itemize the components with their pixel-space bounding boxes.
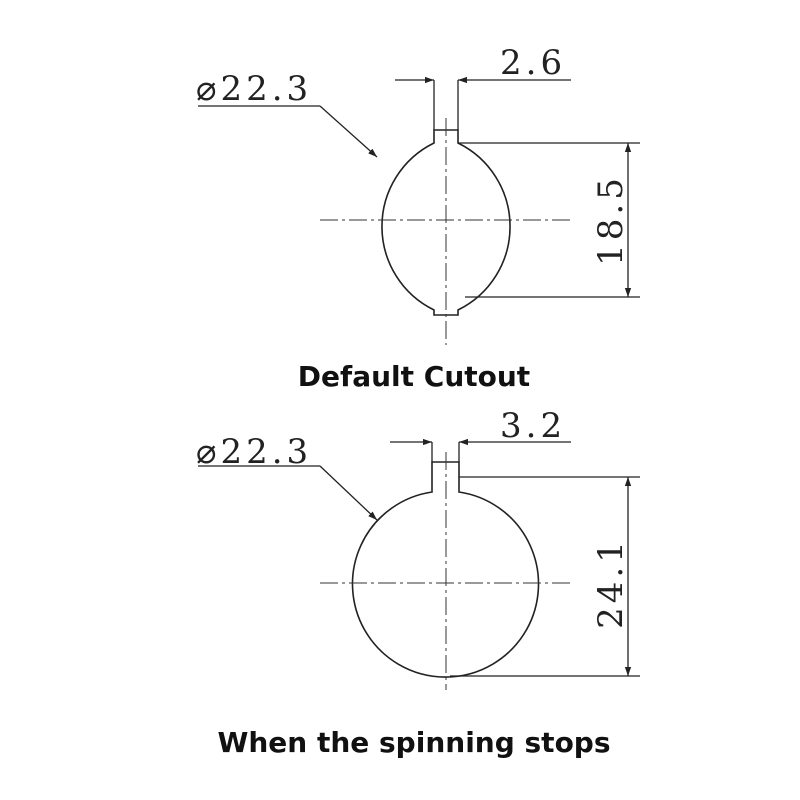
cutout-outline-2 bbox=[351, 461, 540, 678]
spinning-stops-diagram: ⌀22.3 3.2 24.1 When the spinning stops bbox=[196, 406, 640, 759]
diameter-leader-arrow-2 bbox=[319, 465, 378, 521]
default-cutout-diagram: ⌀22.3 2.6 18.5 Default Cutout bbox=[196, 43, 640, 393]
diameter-label-2: ⌀22.3 bbox=[196, 432, 312, 472]
caption-spinning-stops: When the spinning stops bbox=[217, 726, 610, 759]
height-label: 18.5 bbox=[591, 174, 631, 266]
diameter-leader-arrow bbox=[319, 105, 378, 158]
slot-width-label: 2.6 bbox=[500, 43, 566, 83]
diameter-label: ⌀22.3 bbox=[196, 69, 312, 109]
caption-default-cutout: Default Cutout bbox=[298, 360, 530, 393]
cutout-outline bbox=[381, 129, 511, 316]
height-label-2: 24.1 bbox=[591, 537, 631, 629]
slot-width-label-2: 3.2 bbox=[500, 406, 566, 446]
